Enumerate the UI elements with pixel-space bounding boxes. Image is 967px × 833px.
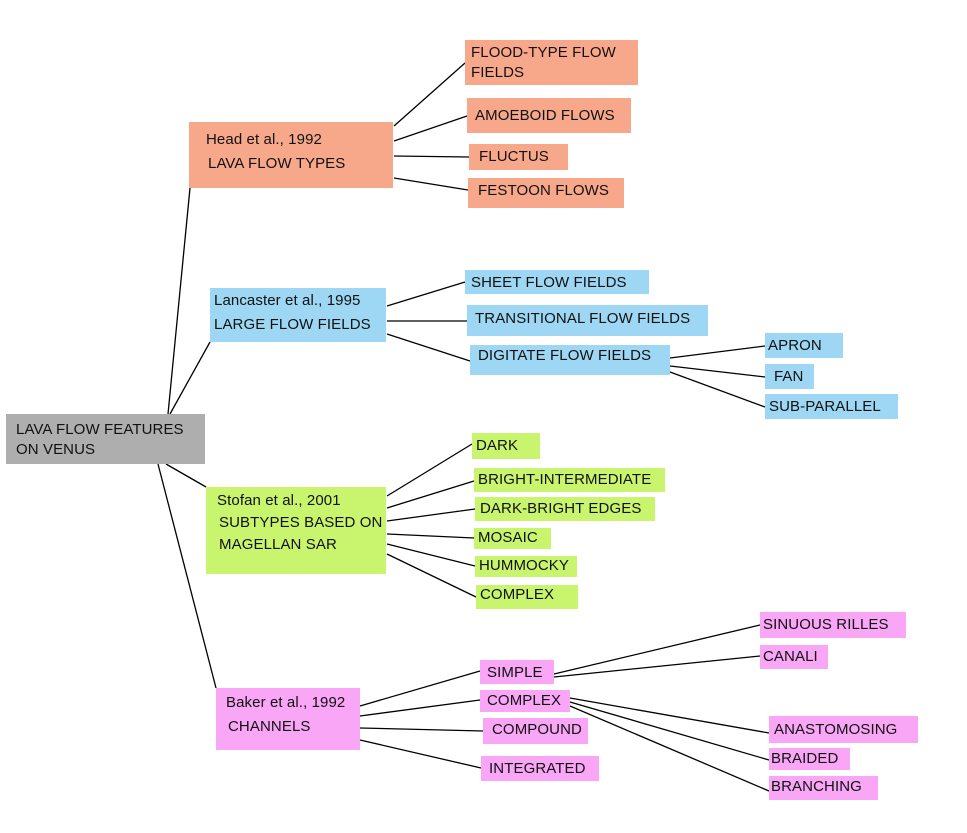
amoeboid-flows-node: AMOEBOID FLOWS <box>467 98 631 133</box>
festoon-flows-label: FESTOON FLOWS <box>478 182 610 199</box>
connector-stofan-dark <box>386 443 473 497</box>
branching-label: BRANCHING <box>771 778 862 795</box>
connector-root-stofan <box>165 463 207 488</box>
hummocky-node: HUMMOCKY <box>475 556 577 577</box>
connector-complex-anastomosing <box>569 697 770 734</box>
fluctus-node: FLUCTUS <box>469 144 568 170</box>
head-title: LAVA FLOW TYPES <box>208 155 346 172</box>
stofan-group-node: Stofan et al., 2001 SUBTYPES BASED ON MA… <box>206 487 386 574</box>
complex-channel-node: COMPLEX <box>480 690 570 712</box>
connector-simple-sinuous <box>553 624 761 675</box>
compound-channel-label: COMPOUND <box>492 721 582 738</box>
connector-root-baker <box>157 463 217 689</box>
connector-baker-simple <box>359 670 481 707</box>
stofan-title-line2: MAGELLAN SAR <box>219 536 337 553</box>
head-source: Head et al., 1992 <box>206 131 322 148</box>
connector-stofan-mosaic <box>386 533 475 539</box>
connector-complex-branching <box>569 705 770 792</box>
dark-label: DARK <box>476 437 519 454</box>
apron-node: APRON <box>765 333 843 358</box>
sinuous-rilles-node: SINUOUS RILLES <box>760 612 906 638</box>
root-node: LAVA FLOW FEATURES ON VENUS <box>6 414 205 464</box>
head-group-node: Head et al., 1992 LAVA FLOW TYPES <box>189 122 393 188</box>
stofan-source: Stofan et al., 2001 <box>217 492 341 509</box>
integrated-channel-label: INTEGRATED <box>489 760 586 777</box>
connector-head-amoeboid <box>393 115 468 142</box>
connector-stofan-dark-bright-edges <box>386 508 476 522</box>
digitate-flow-fields-node: DIGITATE FLOW FIELDS <box>470 345 670 375</box>
connector-lancaster-digitate <box>386 333 471 362</box>
canali-label: CANALI <box>763 648 818 665</box>
flood-type-label-line1: FLOOD-TYPE FLOW <box>471 44 616 61</box>
root-label-line1: LAVA FLOW FEATURES <box>16 421 184 438</box>
baker-source: Baker et al., 1992 <box>226 694 346 711</box>
dark-bright-edges-label: DARK-BRIGHT EDGES <box>480 500 642 517</box>
connector-baker-complex <box>359 699 481 717</box>
connector-root-head <box>167 187 191 415</box>
hummocky-label: HUMMOCKY <box>479 557 569 574</box>
connector-head-fluctus <box>393 155 470 158</box>
apron-label: APRON <box>768 337 822 354</box>
complex-subtype-node: COMPLEX <box>476 585 578 609</box>
sub-parallel-node: SUB-PARALLEL <box>765 394 898 419</box>
fan-label: FAN <box>774 368 804 385</box>
sinuous-rilles-label: SINUOUS RILLES <box>763 616 889 633</box>
compound-channel-node: COMPOUND <box>483 718 588 744</box>
connector-stofan-complex <box>386 553 477 598</box>
festoon-flows-node: FESTOON FLOWS <box>468 178 624 208</box>
baker-title: CHANNELS <box>228 718 311 735</box>
complex-subtype-label: COMPLEX <box>480 586 555 603</box>
integrated-channel-node: INTEGRATED <box>481 756 599 781</box>
mosaic-node: MOSAIC <box>474 528 551 549</box>
lancaster-group-node: Lancaster et al., 1995 LARGE FLOW FIELDS <box>210 288 386 342</box>
dark-bright-edges-node: DARK-BRIGHT EDGES <box>475 497 655 521</box>
connector-simple-canali <box>553 655 761 678</box>
lancaster-title: LARGE FLOW FIELDS <box>214 316 371 333</box>
connector-digitate-apron <box>669 345 766 359</box>
bright-intermediate-node: BRIGHT-INTERMEDIATE <box>474 468 665 492</box>
fan-node: FAN <box>765 364 814 389</box>
baker-group-node: Baker et al., 1992 CHANNELS <box>216 688 360 750</box>
transitional-flow-fields-label: TRANSITIONAL FLOW FIELDS <box>475 310 691 327</box>
mosaic-label: MOSAIC <box>478 529 538 546</box>
sub-parallel-label: SUB-PARALLEL <box>769 398 881 415</box>
simple-channel-node: SIMPLE <box>480 660 554 684</box>
complex-channel-label: COMPLEX <box>487 692 562 709</box>
connector-stofan-bright-intermediate <box>386 480 475 509</box>
digitate-flow-fields-label: DIGITATE FLOW FIELDS <box>478 347 652 364</box>
simple-channel-label: SIMPLE <box>487 664 543 681</box>
stofan-title-line1: SUBTYPES BASED ON <box>219 514 383 531</box>
braided-node: BRAIDED <box>769 748 850 770</box>
canali-node: CANALI <box>760 645 828 669</box>
sheet-flow-fields-node: SHEET FLOW FIELDS <box>465 270 649 294</box>
fluctus-label: FLUCTUS <box>479 148 549 165</box>
connector-head-festoon <box>393 177 469 191</box>
branching-node: BRANCHING <box>769 776 878 800</box>
connector-baker-integrated <box>359 739 482 769</box>
anastomosing-label: ANASTOMOSING <box>774 721 898 738</box>
anastomosing-node: ANASTOMOSING <box>769 716 918 743</box>
connector-head-flood <box>393 62 466 127</box>
connector-lancaster-sheet <box>386 281 466 307</box>
connector-baker-compound <box>359 727 484 732</box>
lancaster-source: Lancaster et al., 1995 <box>214 292 361 309</box>
transitional-flow-fields-node: TRANSITIONAL FLOW FIELDS <box>467 305 708 336</box>
connector-complex-braided <box>569 701 770 761</box>
connector-digitate-fan <box>669 365 766 378</box>
flood-type-label-line2: FIELDS <box>471 64 525 81</box>
bright-intermediate-label: BRIGHT-INTERMEDIATE <box>478 471 652 488</box>
connector-digitate-subparallel <box>669 371 766 408</box>
flood-type-flow-fields-node: FLOOD-TYPE FLOW FIELDS <box>465 40 638 85</box>
root-label-line2: ON VENUS <box>16 441 96 458</box>
braided-label: BRAIDED <box>771 750 839 767</box>
dark-node: DARK <box>472 433 540 459</box>
sheet-flow-fields-label: SHEET FLOW FIELDS <box>471 274 627 291</box>
amoeboid-flows-label: AMOEBOID FLOWS <box>475 107 615 124</box>
connector-stofan-hummocky <box>386 543 476 567</box>
connector-root-lancaster <box>169 341 211 415</box>
